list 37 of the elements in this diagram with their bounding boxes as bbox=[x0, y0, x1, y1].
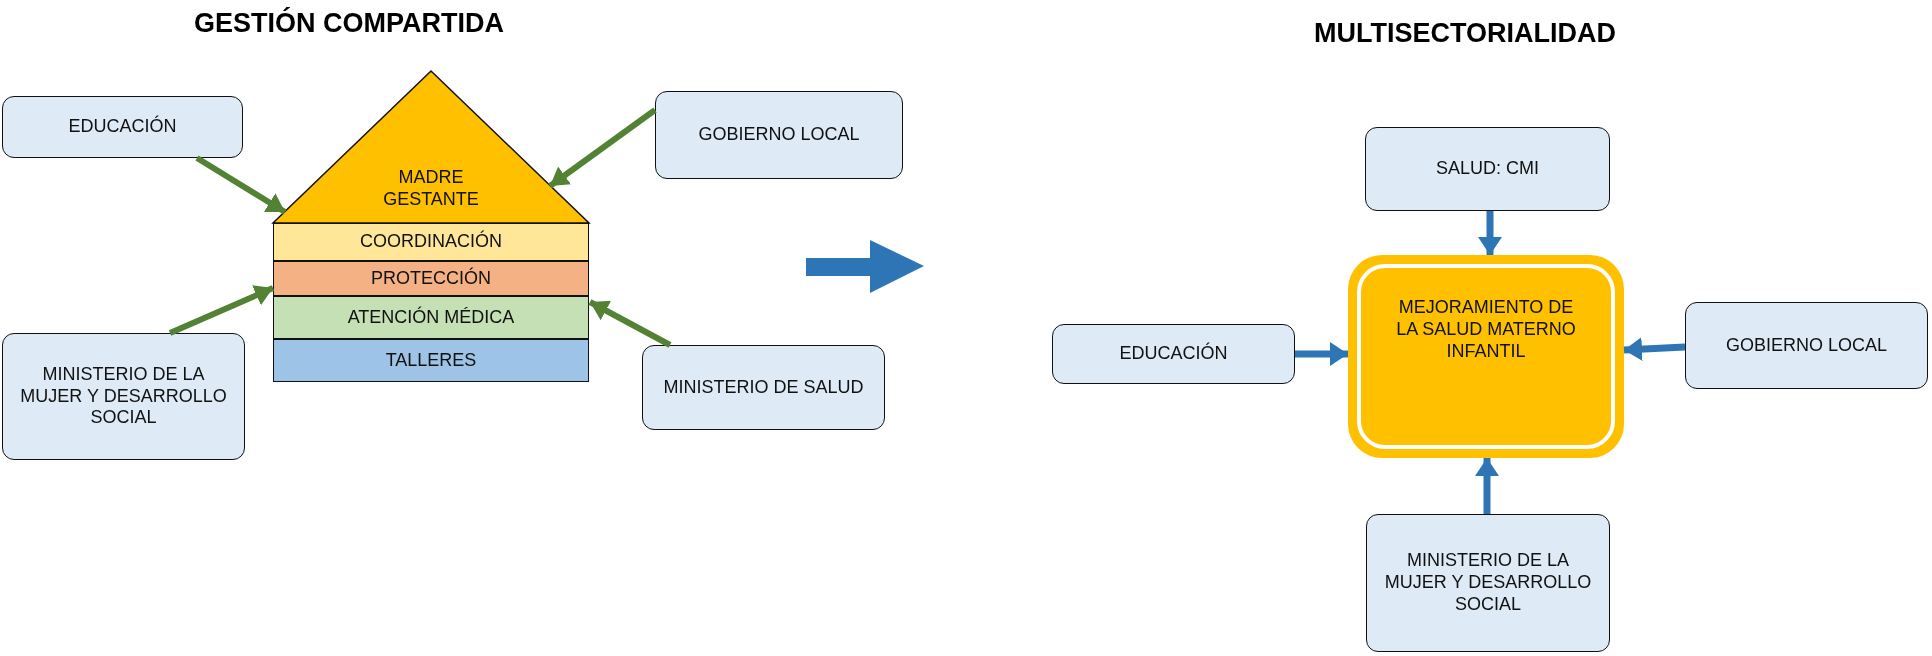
section-heading: GESTIÓN COMPARTIDA bbox=[194, 8, 504, 39]
layer-band bbox=[273, 261, 589, 296]
node-text: GOBIERNO LOCAL bbox=[698, 124, 860, 146]
arrow bbox=[1478, 211, 1502, 255]
node-text: MINISTERIO DE LA MUJER Y DESARROLLO SOCIAL bbox=[1383, 550, 1593, 616]
layer-band bbox=[273, 296, 589, 339]
process-box bbox=[1052, 324, 1295, 384]
node-text: MINISTERIO DE LA MUJER Y DESARROLLO SOCIAL bbox=[19, 363, 228, 430]
node-text: COORDINACIÓN bbox=[360, 231, 502, 253]
node-text: MINISTERIO DE SALUD bbox=[663, 376, 864, 399]
arrow bbox=[195, 155, 287, 215]
node-text: PROTECCIÓN bbox=[371, 267, 491, 290]
process-box bbox=[655, 91, 903, 179]
central-box bbox=[1348, 255, 1624, 458]
process-box bbox=[2, 96, 243, 158]
process-box bbox=[642, 345, 885, 430]
process-box bbox=[1365, 127, 1610, 211]
layer-band bbox=[273, 223, 589, 261]
process-box bbox=[2, 333, 245, 460]
node-text: MADRE GESTANTE bbox=[382, 167, 480, 211]
layer-band bbox=[273, 339, 589, 382]
arrow bbox=[1475, 458, 1499, 514]
arrow bbox=[168, 285, 275, 336]
arrow bbox=[1295, 342, 1348, 366]
arrow bbox=[588, 299, 672, 348]
node-text: GOBIERNO LOCAL bbox=[1725, 334, 1887, 357]
node-text: SALUD: CMI bbox=[1436, 158, 1539, 180]
process-box bbox=[1685, 302, 1928, 389]
node-text: MEJORAMIENTO DE LA SALUD MATERNO INFANTIL bbox=[1395, 297, 1577, 363]
node-text: EDUCACIÓN bbox=[68, 116, 177, 138]
section-heading: MULTISECTORIALIDAD bbox=[1314, 18, 1616, 49]
arrow bbox=[548, 107, 657, 189]
process-box bbox=[1366, 514, 1610, 652]
arrow bbox=[1623, 337, 1686, 362]
node-text: EDUCACIÓN bbox=[1119, 343, 1228, 365]
node-text: TALLERES bbox=[385, 349, 477, 372]
node-text: ATENCIÓN MÉDICA bbox=[347, 306, 515, 329]
